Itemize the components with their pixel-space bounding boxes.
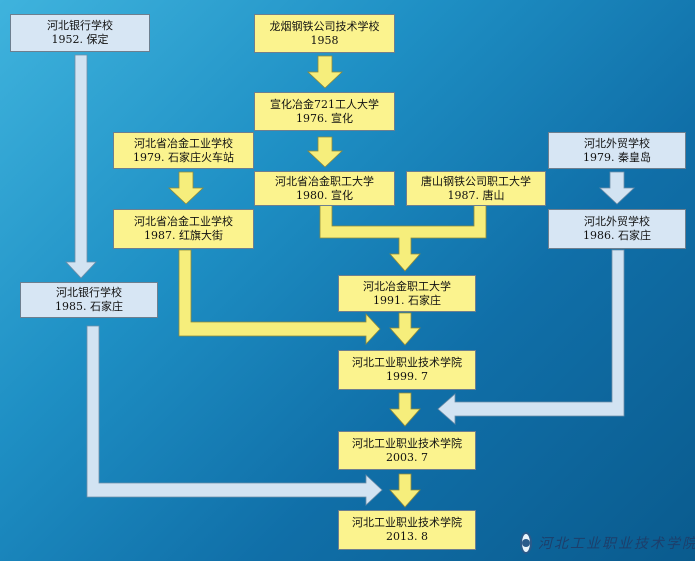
arrow-1987-metallurgy-to-1999 — [178, 249, 381, 346]
node-foreign-trade-1986: 河北外贸学校 1986. 石家庄 — [548, 209, 686, 249]
node-name: 河北冶金职工大学 — [363, 279, 451, 293]
node-name: 河北工业职业技术学院 — [352, 436, 462, 450]
node-detail: 1985. 石家庄 — [55, 300, 123, 313]
arrow-1976-to-1980 — [306, 136, 344, 168]
node-metallurgy-school-1987: 河北省冶金工业学校 1987. 红旗大街 — [113, 209, 254, 249]
arrow-trade-1979-to-1986 — [598, 171, 636, 205]
node-detail: 1991. 石家庄 — [373, 293, 441, 307]
arrow-1999-to-2003 — [389, 392, 421, 427]
arrow-bank-1952-to-1985 — [65, 54, 97, 279]
node-polytechnic-2003: 河北工业职业技术学院 2003. 7 — [338, 431, 476, 470]
arrow-1958-to-1976 — [306, 55, 344, 89]
node-detail: 1987. 红旗大街 — [144, 229, 223, 242]
node-detail: 1979. 石家庄火车站 — [133, 150, 234, 164]
arrow-1991-to-1999 — [389, 312, 421, 346]
node-detail: 1987. 唐山 — [447, 188, 505, 202]
node-detail: 1986. 石家庄 — [583, 229, 651, 242]
node-name: 河北省冶金工业学校 — [134, 215, 233, 228]
node-detail: 1980. 宣化 — [296, 188, 353, 202]
node-detail: 1952. 保定 — [51, 33, 109, 46]
node-name: 河北外贸学校 — [584, 215, 650, 228]
node-name: 河北外贸学校 — [584, 136, 650, 150]
node-detail: 2013. 8 — [386, 530, 428, 543]
node-tangshan-steel-1987: 唐山钢铁公司职工大学 1987. 唐山 — [406, 171, 546, 206]
arrow-bank-1985-to-2013 — [86, 325, 383, 506]
school-logo: 河北工业职业技术学院 — [520, 530, 695, 556]
node-name: 河北省冶金职工大学 — [275, 174, 374, 188]
school-emblem-icon — [520, 532, 532, 554]
node-hebei-bank-1952: 河北银行学校 1952. 保定 — [10, 14, 150, 52]
node-polytechnic-1999: 河北工业职业技术学院 1999. 7 — [338, 350, 476, 390]
node-name: 河北工业职业技术学院 — [352, 516, 462, 529]
node-xuanhua-721-1976: 宣化冶金721工人大学 1976. 宣化 — [254, 92, 395, 131]
node-detail: 1958 — [310, 33, 339, 47]
node-longyan-1958: 龙烟钢铁公司技术学校 1958 — [254, 14, 395, 53]
arrow-trade-1986-to-2003 — [437, 249, 625, 425]
node-name: 河北银行学校 — [56, 286, 122, 299]
arrow-2003-to-2013 — [389, 473, 421, 508]
node-metallurgy-workers-1991: 河北冶金职工大学 1991. 石家庄 — [338, 275, 476, 312]
arrow-1979-to-1987-metallurgy — [167, 171, 205, 205]
node-hebei-bank-1985: 河北银行学校 1985. 石家庄 — [20, 282, 158, 318]
merge-to-1991 — [319, 204, 487, 272]
node-metallurgy-workers-1980: 河北省冶金职工大学 1980. 宣化 — [254, 171, 395, 206]
node-name: 河北工业职业技术学院 — [352, 356, 462, 369]
node-polytechnic-2013: 河北工业职业技术学院 2013. 8 — [338, 510, 476, 550]
node-detail: 1999. 7 — [386, 370, 428, 383]
node-name: 龙烟钢铁公司技术学校 — [269, 19, 380, 33]
node-name: 宣化冶金721工人大学 — [270, 97, 379, 111]
node-detail: 1979. 秦皇岛 — [583, 150, 651, 164]
school-logo-text: 河北工业职业技术学院 — [538, 536, 695, 552]
node-metallurgy-school-1979: 河北省冶金工业学校 1979. 石家庄火车站 — [113, 132, 254, 169]
node-detail: 2003. 7 — [386, 450, 428, 464]
node-name: 河北省冶金工业学校 — [134, 136, 233, 150]
node-name: 唐山钢铁公司职工大学 — [421, 174, 531, 188]
node-name: 河北银行学校 — [47, 19, 113, 32]
node-detail: 1976. 宣化 — [296, 111, 353, 125]
node-foreign-trade-1979: 河北外贸学校 1979. 秦皇岛 — [548, 132, 686, 169]
